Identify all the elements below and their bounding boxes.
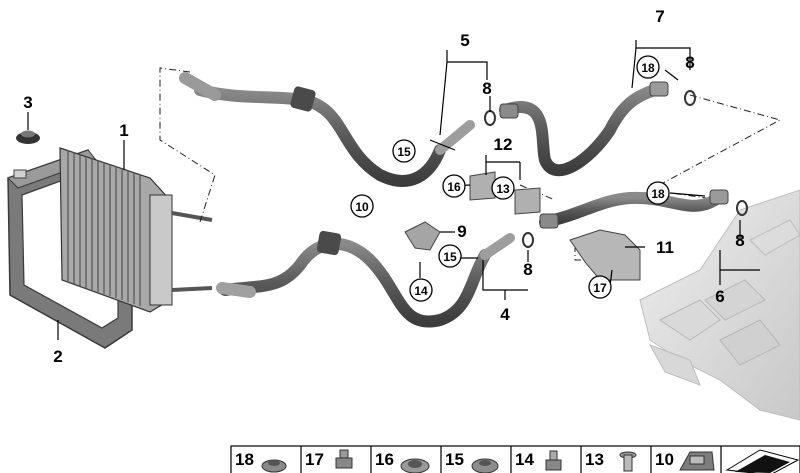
legend-part-18-icon	[261, 459, 287, 473]
callout-8-upper-left: 8	[482, 79, 491, 98]
callout-7: 7	[655, 7, 664, 26]
legend-part-17-icon	[335, 449, 353, 469]
callout-14: 14	[409, 278, 433, 302]
circled-callouts: 10 13 14 15 15 16 17 18	[350, 55, 670, 302]
legend-part-16-icon	[400, 458, 430, 473]
small-brackets	[404, 171, 641, 281]
svg-text:15: 15	[397, 145, 411, 159]
callout-4: 4	[500, 305, 510, 324]
callout-3: 3	[23, 93, 32, 112]
legend-label-15: 15	[445, 450, 464, 469]
svg-text:17: 17	[593, 281, 607, 295]
legend-part-10-icon	[679, 451, 715, 471]
engine-block	[639, 189, 800, 421]
callout-15-upper: 15	[392, 139, 416, 163]
callout-5: 5	[460, 31, 469, 50]
callout-17: 17	[588, 275, 612, 299]
callout-8-lower-left: 8	[523, 260, 532, 279]
small-parts-legend: 18 17 16 15 14 13 10	[230, 445, 800, 473]
callout-12: 12	[494, 135, 513, 154]
callout-8-lower-right: 8	[735, 231, 744, 250]
legend-label-18: 18	[235, 450, 254, 469]
callout-16: 16	[442, 174, 466, 198]
callout-labels: 1 2 3 4 5 6 7 8 8 8 8 9 11 12	[23, 7, 744, 366]
callout-10: 10	[350, 194, 374, 218]
legend-label-17: 17	[305, 450, 324, 469]
callout-11: 11	[656, 238, 674, 257]
svg-text:18: 18	[641, 61, 655, 75]
svg-text:15: 15	[443, 250, 457, 264]
legend-label-16: 16	[375, 450, 394, 469]
callout-18-lower: 18	[646, 181, 670, 205]
svg-text:18: 18	[651, 187, 665, 201]
svg-text:10: 10	[355, 200, 369, 214]
gasket-diagram-icon	[725, 449, 800, 473]
legend-label-14: 14	[515, 450, 534, 469]
rubber-cap	[16, 130, 40, 144]
callout-15-lower: 15	[438, 244, 462, 268]
legend-label-10: 10	[655, 450, 674, 469]
legend-label-13: 13	[585, 450, 604, 469]
callout-13: 13	[491, 176, 515, 200]
callout-18-upper: 18	[636, 55, 660, 79]
callout-2: 2	[53, 347, 62, 366]
legend-part-13-icon	[619, 451, 637, 472]
callout-8-upper-right: 8	[685, 53, 694, 72]
lower-oil-hose	[216, 189, 748, 328]
svg-text:14: 14	[414, 284, 428, 298]
legend-part-15-icon	[471, 458, 499, 473]
oil-cooler	[59, 147, 213, 313]
callout-9: 9	[457, 222, 466, 241]
callout-1: 1	[119, 121, 128, 140]
callout-6: 6	[715, 287, 724, 306]
legend-part-14-icon	[545, 450, 562, 471]
svg-text:13: 13	[496, 182, 510, 196]
svg-text:16: 16	[447, 180, 461, 194]
